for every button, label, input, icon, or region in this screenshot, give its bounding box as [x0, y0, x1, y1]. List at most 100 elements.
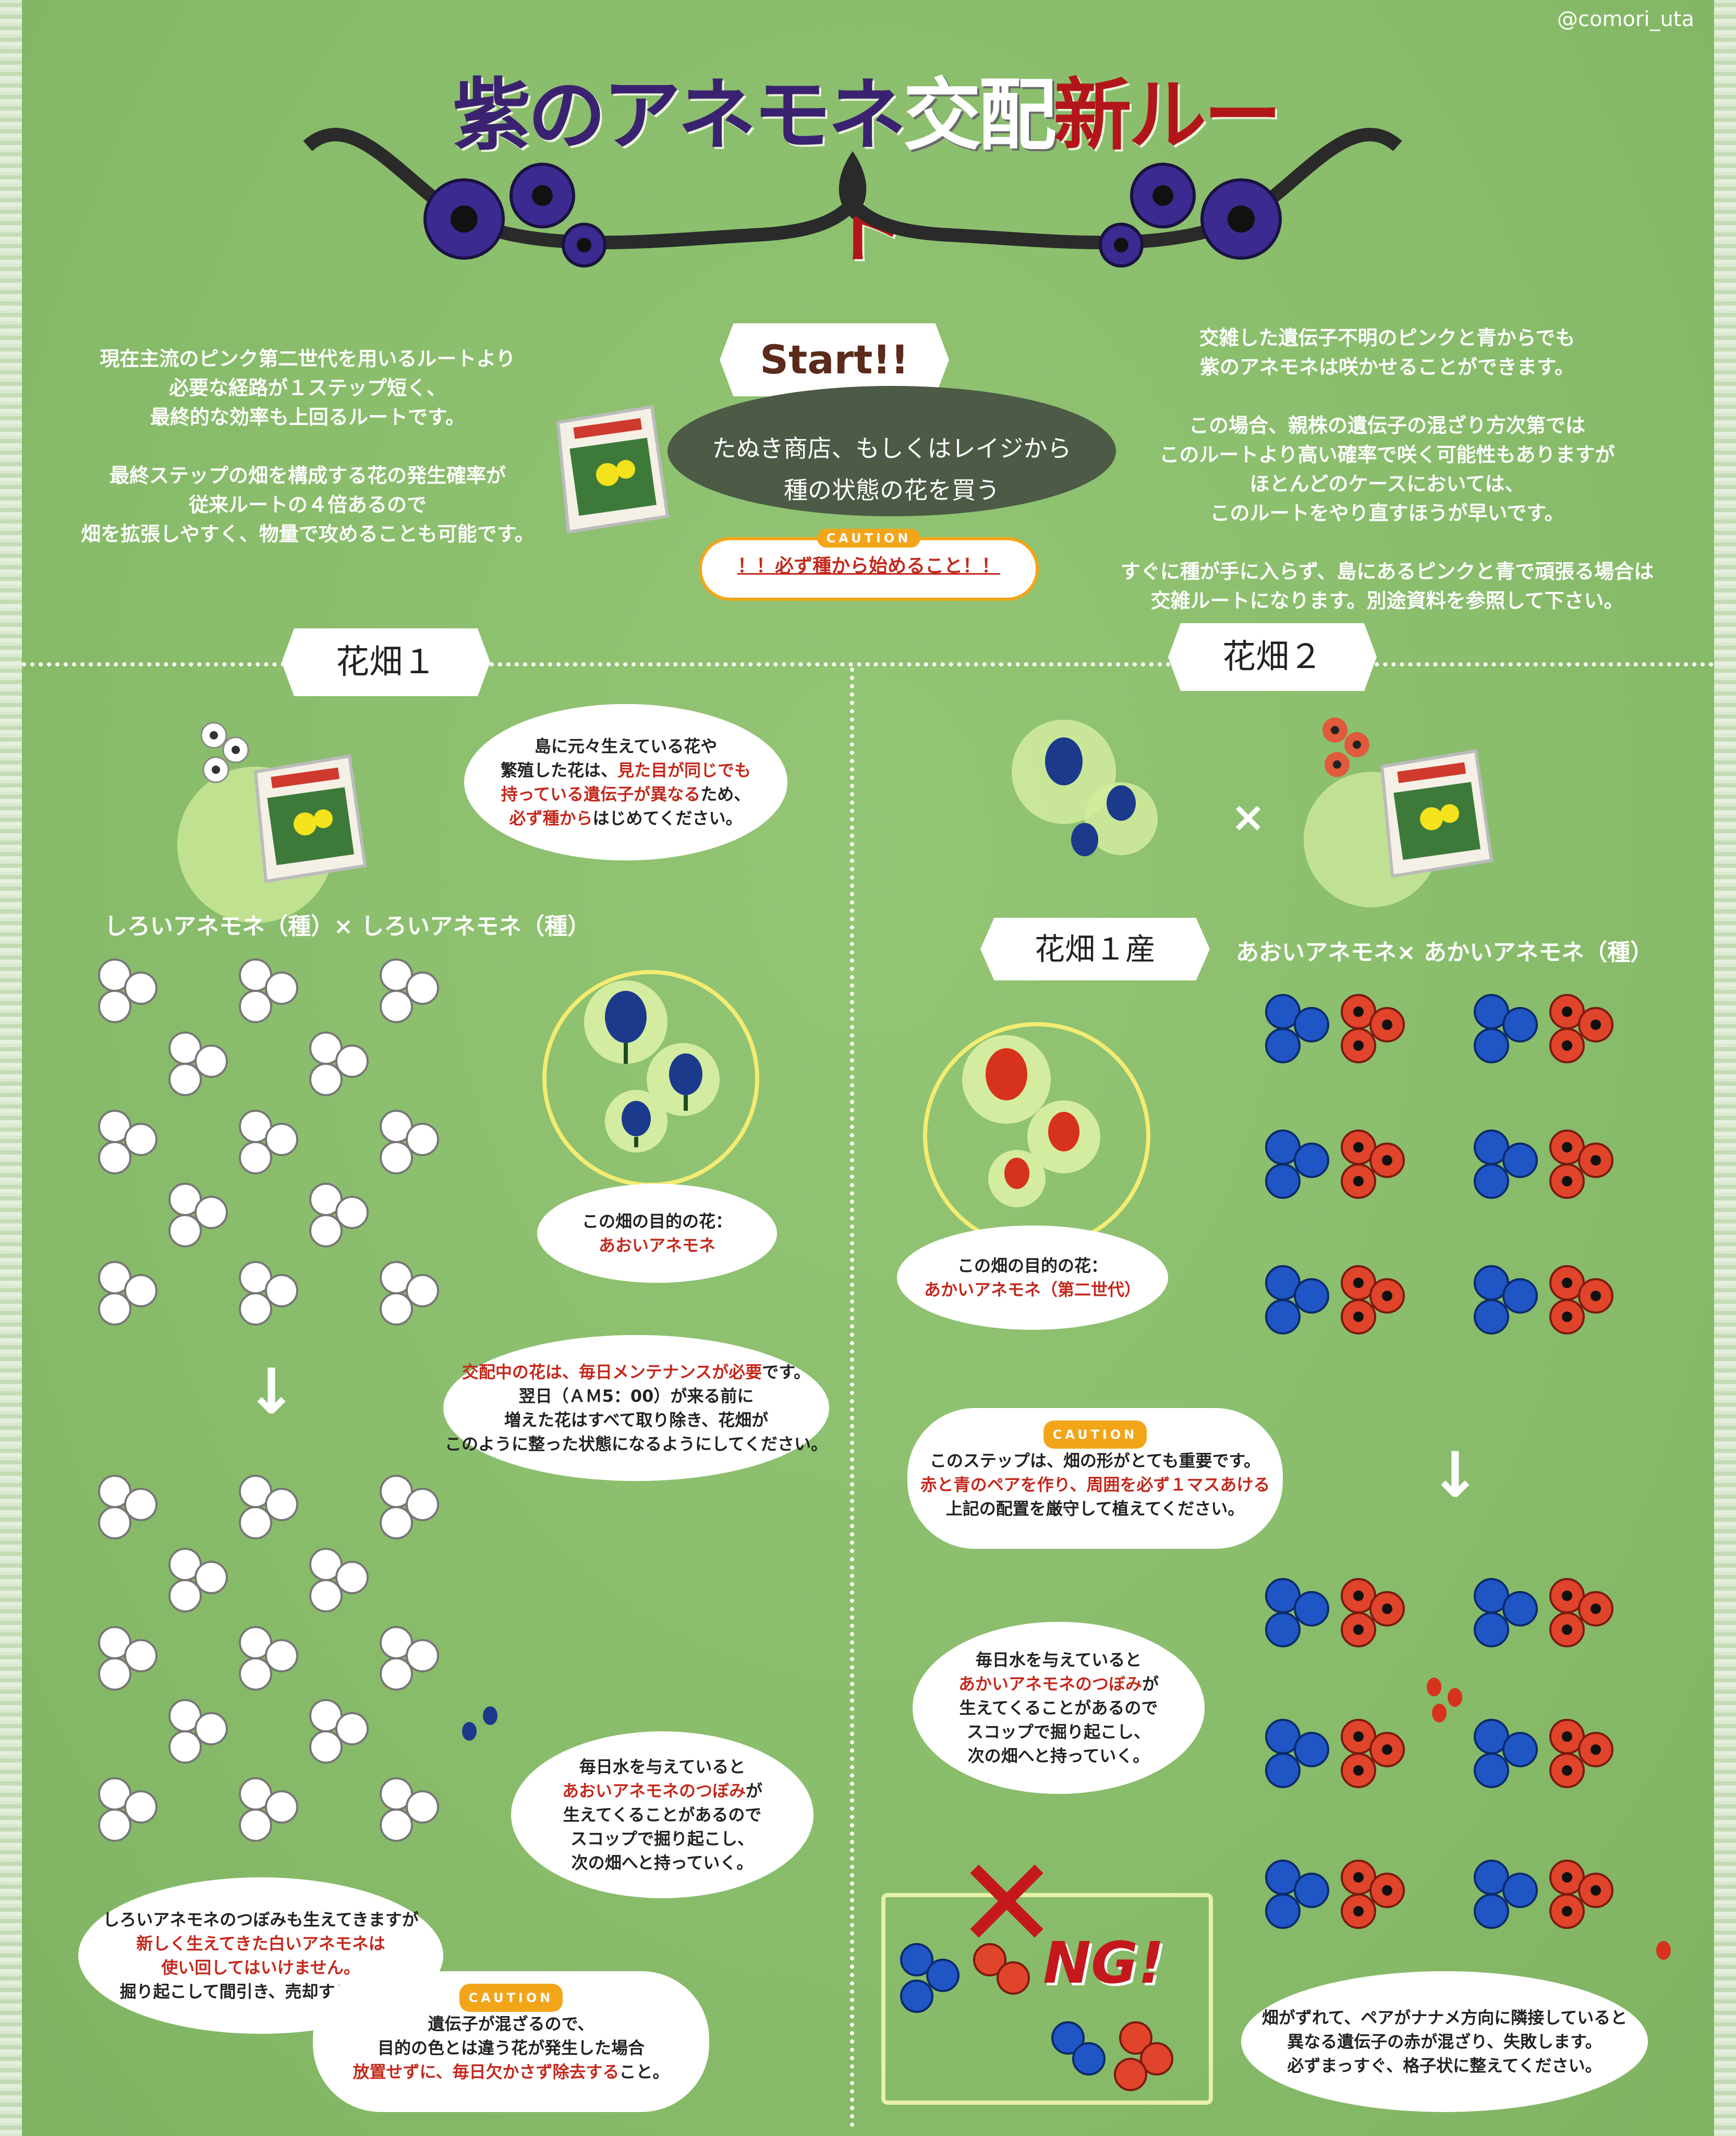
bud-line: 次の畑へと持っていく。 [967, 1746, 1150, 1766]
start-warning-box: CAUTION ！！必ず種から始めること！！ [699, 529, 1039, 601]
intro-right-line [1095, 382, 1679, 411]
ng-label: NG! [1043, 1929, 1164, 1996]
left-border [0, 0, 22, 2136]
red-blue-pair-grid [1265, 994, 1613, 1334]
white-flower-grid [98, 958, 439, 1326]
intro-left-line: 最終的な効率も上回るルートです。 [150, 406, 466, 429]
caution-line: 目的の色とは違う花が発生した場合 [377, 2038, 645, 2058]
intro-right-line: このルートより高い確率で咲く可能性もありますが [1159, 443, 1615, 466]
intro-right-line: 交雑ルートになります。別途資料を参照して下さい。 [1150, 589, 1624, 612]
note-line: しろいアネモネのつぼみも生えてきますが [103, 1910, 419, 1929]
bud-line: あおいアネモネのつぼみが [562, 1779, 762, 1803]
tip-text: ため、 [700, 784, 751, 804]
caution-line: このステップは、畑の形がとても重要です。 [929, 1451, 1261, 1471]
blue-bud-source-icon [1012, 720, 1158, 856]
caution-line: 放置せずに、毎日欠かさず除去すること。 [353, 2060, 669, 2084]
start-warning: ！！必ず種から始めること！！ [737, 555, 1000, 577]
bud-line: 次の畑へと持っていく。 [571, 1853, 754, 1873]
credit: @comori_uta [1557, 7, 1694, 31]
maint-line: 翌日（ＡＭ5：00）が来る前に [518, 1386, 754, 1406]
intro-right-line: 交雑した遺伝子不明のピンクと青からでも [1199, 326, 1575, 349]
note-highlight: 使い回してはいけません。 [161, 1958, 360, 1977]
field2-banner: 花畑２ [1168, 623, 1377, 691]
ng-note-bubble: 畑がずれて、ペアがナナメ方向に隣接していると 異なる遺伝子の赤が混ざり、失敗しま… [1241, 1971, 1648, 2112]
caution-text: こと。 [619, 2062, 670, 2082]
bud-line: 毎日水を与えていると [579, 1757, 746, 1777]
section-divider [22, 662, 1714, 666]
seed-bag-icon [1371, 746, 1497, 883]
start-banner: Start!! [720, 323, 949, 396]
intro-left-line [47, 432, 568, 461]
white-flower-grid-after [98, 1475, 497, 1842]
goal-flower: あおいアネモネ [598, 1235, 715, 1255]
goal-label: この畑の目的の花： [957, 1256, 1108, 1276]
start-text: たぬき商店、もしくはレイジから 種の状態の花を買う [688, 428, 1095, 511]
field2-cross-label: あおいアネモネ× あかいアネモネ（種） [1236, 939, 1654, 966]
ng-example-box [881, 1893, 1213, 2105]
note-highlight: 新しく生えてきた白いアネモネは [136, 1934, 385, 1953]
intro-right: 交雑した遺伝子不明のピンクと青からでも 紫のアネモネは咲かせることができます。 … [1095, 323, 1679, 615]
start-line: 種の状態の花を買う [784, 476, 1000, 504]
intro-left-line: 最終ステップの畑を構成する花の発生確率が [109, 464, 506, 487]
caution-highlight: 赤と青のペアを作り、周囲を必ず１マスあける [920, 1475, 1270, 1495]
tip-line: 必ず種からはじめてください。 [509, 806, 742, 830]
ng-diagonal-flowers [900, 1943, 1173, 2091]
title-part-purple: 紫のアネモネ [452, 70, 906, 161]
tip-highlight: 持っている遺伝子が異なる [501, 784, 701, 804]
intro-left-line: 畑を拡張しやすく、物量で攻めることも可能です。 [81, 523, 535, 545]
intro-right-line: この場合、親株の遺伝子の混ざり方次第では [1188, 414, 1585, 437]
maintenance-bubble: 交配中の花は、毎日メンテナンスが必要です。 翌日（ＡＭ5：00）が来る前に 増え… [443, 1335, 829, 1481]
title-part-red: 新ルート [828, 70, 1282, 274]
caution-tag: CAUTION [817, 529, 921, 548]
intro-left-line: 必要な経路が１ステップ短く、 [168, 377, 446, 399]
tip-text: 繁殖した花は、 [500, 760, 617, 780]
column-divider [850, 668, 854, 2128]
start-line: たぬき商店、もしくはレイジから [712, 434, 1072, 463]
field1-goal-bubble: この畑の目的の花： あおいアネモネ [537, 1184, 777, 1283]
red-anemone-icon [1319, 714, 1377, 784]
seed-bag-icon [245, 751, 370, 889]
ng-note-line: 畑がずれて、ペアがナナメ方向に隣接していると [1261, 2008, 1628, 2028]
tip-line: 島に元々生えている花や [534, 736, 718, 756]
maint-text: です。 [762, 1362, 811, 1382]
intro-right-line: 紫のアネモネは咲かせることができます。 [1199, 356, 1575, 379]
bud-line: 生えてくることがあるので [959, 1698, 1158, 1718]
page-title: 紫のアネモネ交配新ルート [448, 52, 1283, 278]
bud-highlight: あおいアネモネのつぼみ [562, 1781, 746, 1801]
intro-left: 現在主流のピンク第二世代を用いるルートより 必要な経路が１ステップ短く、 最終的… [47, 344, 568, 549]
ng-note-line: 必ずまっすぐ、格子状に整えてください。 [1287, 2056, 1602, 2076]
start-panel [667, 386, 1116, 516]
intro-right-line [1095, 528, 1679, 557]
blue-anemone-icon [584, 980, 720, 1152]
field2-bud-bubble: 毎日水を与えていると あかいアネモネのつぼみが 生えてくることがあるので スコッ… [913, 1622, 1205, 1794]
goal-flower: あかいアネモネ（第二世代） [924, 1280, 1141, 1300]
bud-line: 毎日水を与えていると [975, 1650, 1142, 1670]
field1-banner: 花畑１ [282, 628, 490, 696]
caution-tag: CAUTION [1043, 1421, 1147, 1449]
down-arrow: ↓ [245, 1356, 298, 1428]
field2-caution-box: CAUTION このステップは、畑の形がとても重要です。 赤と青のペアを作り、周… [907, 1408, 1283, 1549]
title-part-white: 交配 [903, 70, 1057, 161]
tip-highlight: 見た目が同じでも [617, 760, 751, 780]
bud-text: が [746, 1781, 763, 1801]
field1-cross-label: しろいアネモネ（種）× しろいアネモネ（種） [104, 913, 591, 940]
bud-text: が [1142, 1674, 1159, 1694]
intro-right-line: このルートをやり直すほうが早いです。 [1210, 502, 1564, 525]
intro-right-line: すぐに種が手に入らず、島にあるピンクと青で頑張る場合は [1120, 560, 1654, 583]
field1-caution-box: CAUTION 遺伝子が混ざるので、 目的の色とは違う花が発生した場合 放置せず… [313, 1971, 709, 2112]
field1-source-banner: 花畑１産 [980, 918, 1210, 980]
tip-line: 持っている遺伝子が異なるため、 [501, 782, 750, 806]
tip-text: はじめてください。 [592, 808, 743, 828]
intro-left-line: 現在主流のピンク第二世代を用いるルートより [100, 347, 516, 370]
bud-line: あかいアネモネのつぼみが [958, 1672, 1159, 1696]
bud-line: スコップで掘り起こし、 [966, 1722, 1150, 1742]
red-blue-pair-grid-after [1265, 1578, 1671, 1960]
white-anemone-icon [198, 720, 256, 790]
caution-line: 遺伝子が混ざるので、 [428, 2014, 594, 2034]
maint-line: 増えた花はすべて取り除き、花畑が [504, 1410, 769, 1430]
maint-line: 交配中の花は、毎日メンテナンスが必要です。 [462, 1360, 810, 1384]
tip-highlight: 必ず種から [509, 808, 593, 828]
seed-bag-icon [548, 402, 673, 539]
field1-bud-bubble: 毎日水を与えていると あおいアネモネのつぼみが 生えてくることがあるので スコッ… [511, 1731, 814, 1898]
